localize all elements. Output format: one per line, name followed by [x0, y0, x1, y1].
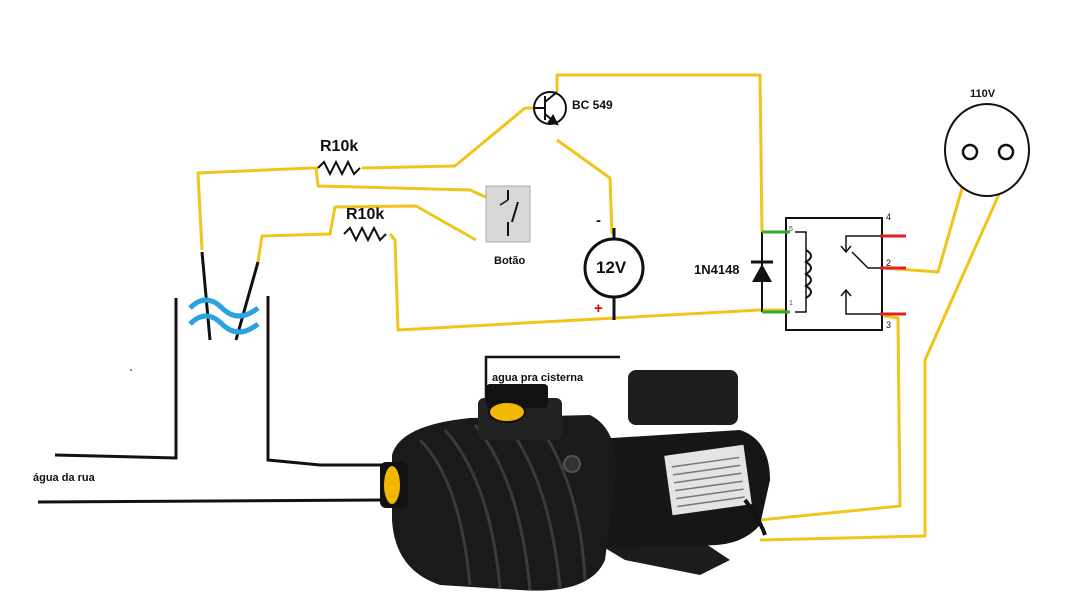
- wire-to-button: [314, 167, 489, 200]
- label-battery-negative: -: [596, 212, 601, 229]
- label-cistern-water: agua pra cisterna: [492, 372, 584, 384]
- probe-left: [200, 251, 212, 341]
- water-pump: [380, 355, 770, 591]
- relay: [762, 217, 906, 331]
- relay-coil: [804, 249, 812, 299]
- wire-probe-right-to-r2: [256, 204, 477, 263]
- wires: [196, 73, 1002, 542]
- water-waves-icon: [188, 297, 260, 335]
- resistor-r2: [343, 225, 387, 243]
- label-button: Botão: [494, 255, 526, 267]
- probe-right: [234, 261, 260, 341]
- relay-pin-label-2: 2: [886, 258, 892, 268]
- label-diode: 1N4148: [694, 262, 740, 277]
- outlet-110v: [944, 103, 1030, 197]
- battery-12v: [583, 228, 645, 320]
- relay-pin-label-5: 5: [789, 226, 793, 233]
- label-battery: 12V: [596, 258, 627, 277]
- resistor-r1: [317, 159, 361, 177]
- wire-r1-to-base: [361, 106, 535, 170]
- diode-1n4148: [751, 232, 773, 312]
- wire-outlet-to-relay: [883, 184, 965, 274]
- wire-emitter-to-battery: [556, 138, 614, 235]
- relay-pin-label-4: 4: [886, 212, 892, 222]
- wire-probe-left-to-r1: [196, 166, 318, 251]
- label-battery-positive: +: [594, 300, 603, 317]
- push-button: [485, 185, 531, 243]
- transistor-bc549: [533, 91, 567, 126]
- wire-r2-to-rail: [388, 233, 790, 332]
- relay-pin-label-3: 3: [886, 320, 892, 330]
- label-transistor: BC 549: [572, 98, 613, 112]
- relay-pin-label-1: 1: [789, 300, 793, 307]
- wire-relay-to-motor: [759, 314, 902, 522]
- label-street-water: água da rua: [33, 472, 95, 484]
- label-resistor-2: R10k: [346, 206, 385, 223]
- label-resistor-1: R10k: [320, 138, 359, 155]
- label-outlet: 110V: [970, 88, 996, 100]
- wire-outlet-to-motor: [759, 191, 1002, 542]
- water-sensor: [37, 251, 385, 504]
